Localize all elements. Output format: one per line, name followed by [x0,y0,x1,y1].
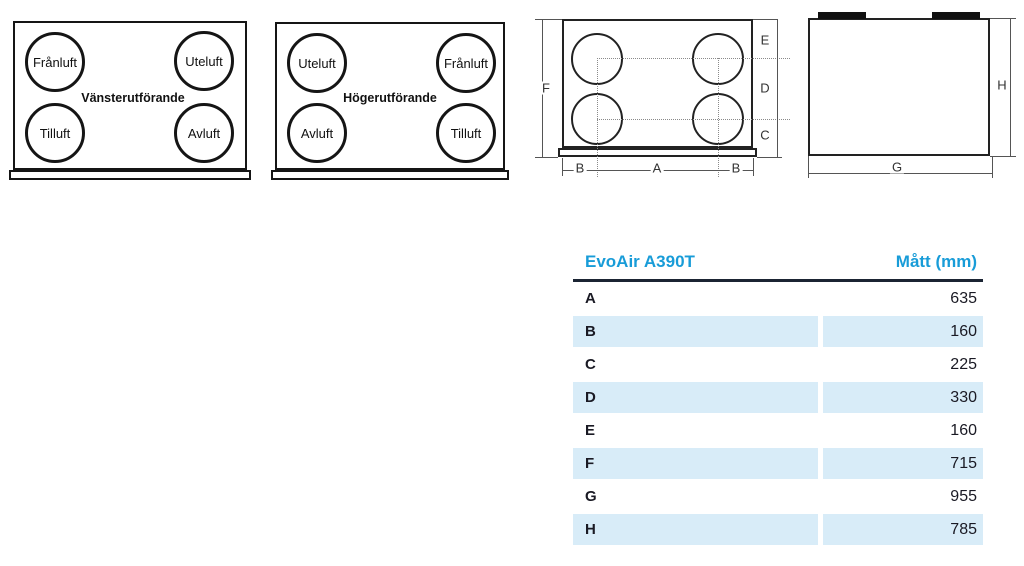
port-label: Tilluft [450,125,482,141]
port-avluft: Avluft [174,103,234,163]
port-franluft: Frånluft [25,32,85,92]
port-avluft: Avluft [287,103,347,163]
port-tilluft: Tilluft [25,103,85,163]
centerline [597,58,598,177]
port-uteluft: Uteluft [174,31,234,91]
port-label: Frånluft [32,54,78,70]
dim-letter: H [573,514,818,545]
dim-value: 955 [950,487,977,505]
port-label: Tilluft [39,125,71,141]
table-row: G 955 [573,480,983,513]
port-franluft: Frånluft [436,33,496,93]
model-name: EvoAir A390T [585,252,695,271]
dim-tick [992,156,993,178]
dim-value: 225 [950,355,977,373]
dim-label-d: D [758,80,772,96]
port-label: Frånluft [443,55,489,71]
dim-letter: F [573,448,818,479]
table-row: E 160 [573,414,983,447]
dim-label-h: H [995,77,1009,93]
dim-tick [990,18,1016,19]
dim-tick [535,19,562,20]
dim-tick [808,156,809,178]
dimension-unit-header: Mått (mm) [895,252,977,271]
port-uteluft: Uteluft [287,33,347,93]
unit-base [9,170,251,180]
dim-value: 635 [950,289,977,307]
dim-tick [535,157,558,158]
dim-letter: A [585,290,596,307]
mounting-bracket [932,12,980,19]
table-row: F 715 [573,447,983,480]
port-label: Uteluft [298,55,336,71]
table-row: A 635 [573,282,983,315]
port-tilluft: Tilluft [436,103,496,163]
dim-tick [990,156,1016,157]
dim-label-a: A [650,160,664,176]
side-outline [808,18,990,156]
port-label: Avluft [187,125,221,141]
dim-label-b-left: B [573,160,587,176]
dim-tick [757,157,782,158]
unit-base [271,170,509,180]
dim-letter: G [585,488,597,505]
dim-letter: D [573,382,818,413]
dim-value: 715 [823,448,983,479]
port-label: Uteluft [185,53,223,69]
centerline [718,58,719,177]
table-row: C 225 [573,348,983,381]
dim-value: 785 [823,514,983,545]
dim-value: 160 [950,421,977,439]
dim-label-e: E [758,32,772,48]
port-label: Avluft [300,125,334,141]
dim-letter: E [585,422,596,439]
dim-label-f: F [540,80,552,96]
variant-title-left: Vänsterutförande [81,91,185,105]
dim-tick [753,158,754,176]
table-row: B 160 [573,315,983,348]
dimensions-table: EvoAir A390T Mått (mm) A 635 B 160 C 225… [573,250,983,546]
dim-line-g [808,173,992,174]
dim-value: 160 [823,316,983,347]
dim-letter: B [573,316,818,347]
centerline [597,58,790,59]
dim-label-g: G [889,159,905,175]
dim-value: 330 [823,382,983,413]
centerline [597,119,790,120]
table-row: H 785 [573,513,983,546]
dim-line-h [1010,18,1011,156]
table-row: D 330 [573,381,983,414]
dim-tick [562,158,563,176]
variant-title-right: Högerutförande [343,91,437,105]
dim-tick [753,19,777,20]
dim-letter: C [585,356,596,373]
table-header: EvoAir A390T Mått (mm) [573,250,983,282]
dim-label-b-right: B [729,160,743,176]
mounting-bracket [818,12,866,19]
dim-label-c: C [758,127,772,143]
front-base [558,148,757,157]
dim-line-edc [777,19,778,157]
